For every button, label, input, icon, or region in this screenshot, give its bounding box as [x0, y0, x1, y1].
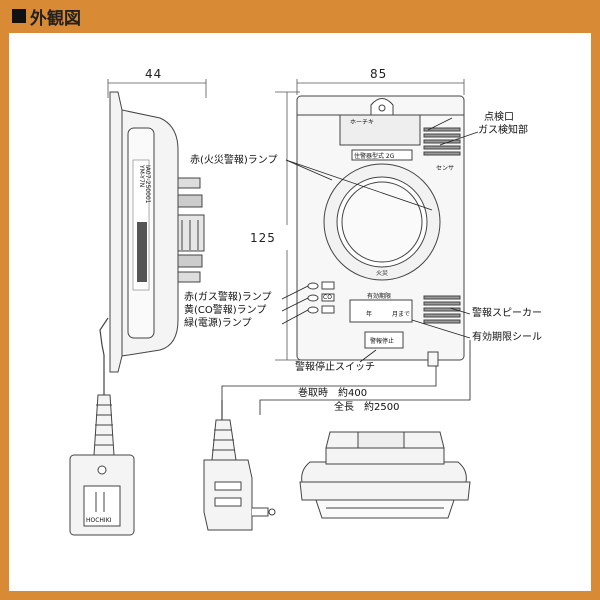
stop-button-label: 警報停止 — [370, 337, 394, 345]
front-fire-mark: 火災 — [376, 270, 388, 277]
label-yellow-co-lamp: 黄(CO警報)ランプ — [184, 303, 266, 316]
front-model-plate: 住警器型式 2G — [354, 152, 395, 160]
label-wound-length: 巻取時 約400 — [298, 386, 367, 399]
label-total-length: 全長 約2500 — [334, 400, 399, 413]
square-bullet-icon — [12, 9, 26, 23]
label-alarm-speaker: 警報スピーカー — [472, 306, 542, 319]
label-gas-sensor: ガス検知部 — [478, 123, 528, 136]
label-green-power-lamp: 緑(電源)ランプ — [184, 316, 252, 329]
co-mark: CO — [323, 294, 332, 301]
front-plug — [203, 419, 276, 531]
side-serial: IA07-250001 — [144, 165, 151, 204]
label-alarm-stop-switch: 警報停止スイッチ — [295, 360, 375, 373]
bottom-view — [299, 431, 471, 519]
label-red-gas-lamp: 赤(ガス警報)ランプ — [184, 290, 272, 303]
dim-125: 125 — [250, 231, 276, 245]
label-inspection-port: 点検口 — [484, 110, 514, 123]
front-brand: ホーチキ — [350, 119, 374, 126]
plug-brand: HOCHIKI — [86, 517, 112, 524]
expiry-month: 月まで — [392, 311, 410, 318]
side-cord — [99, 317, 109, 395]
expiry-title: 有効期限 — [367, 292, 391, 300]
dim-44: 44 — [145, 67, 162, 81]
side-plug — [69, 394, 135, 536]
label-expiry-seal: 有効期限シール — [472, 330, 542, 343]
side-view — [109, 91, 205, 373]
leader-lines — [221, 117, 479, 415]
label-red-fire-lamp: 赤(火災警報)ランプ — [190, 153, 278, 166]
heading-text: 外観図 — [30, 8, 81, 29]
page-title: 外観図 — [12, 4, 81, 29]
front-view — [296, 95, 465, 367]
dim-85: 85 — [370, 67, 387, 81]
side-product-code: YM-Y7N — [138, 164, 145, 187]
expiry-year: 年 — [366, 310, 372, 318]
dimension-lines — [107, 79, 465, 361]
sensor-mark: センサ — [436, 165, 454, 172]
